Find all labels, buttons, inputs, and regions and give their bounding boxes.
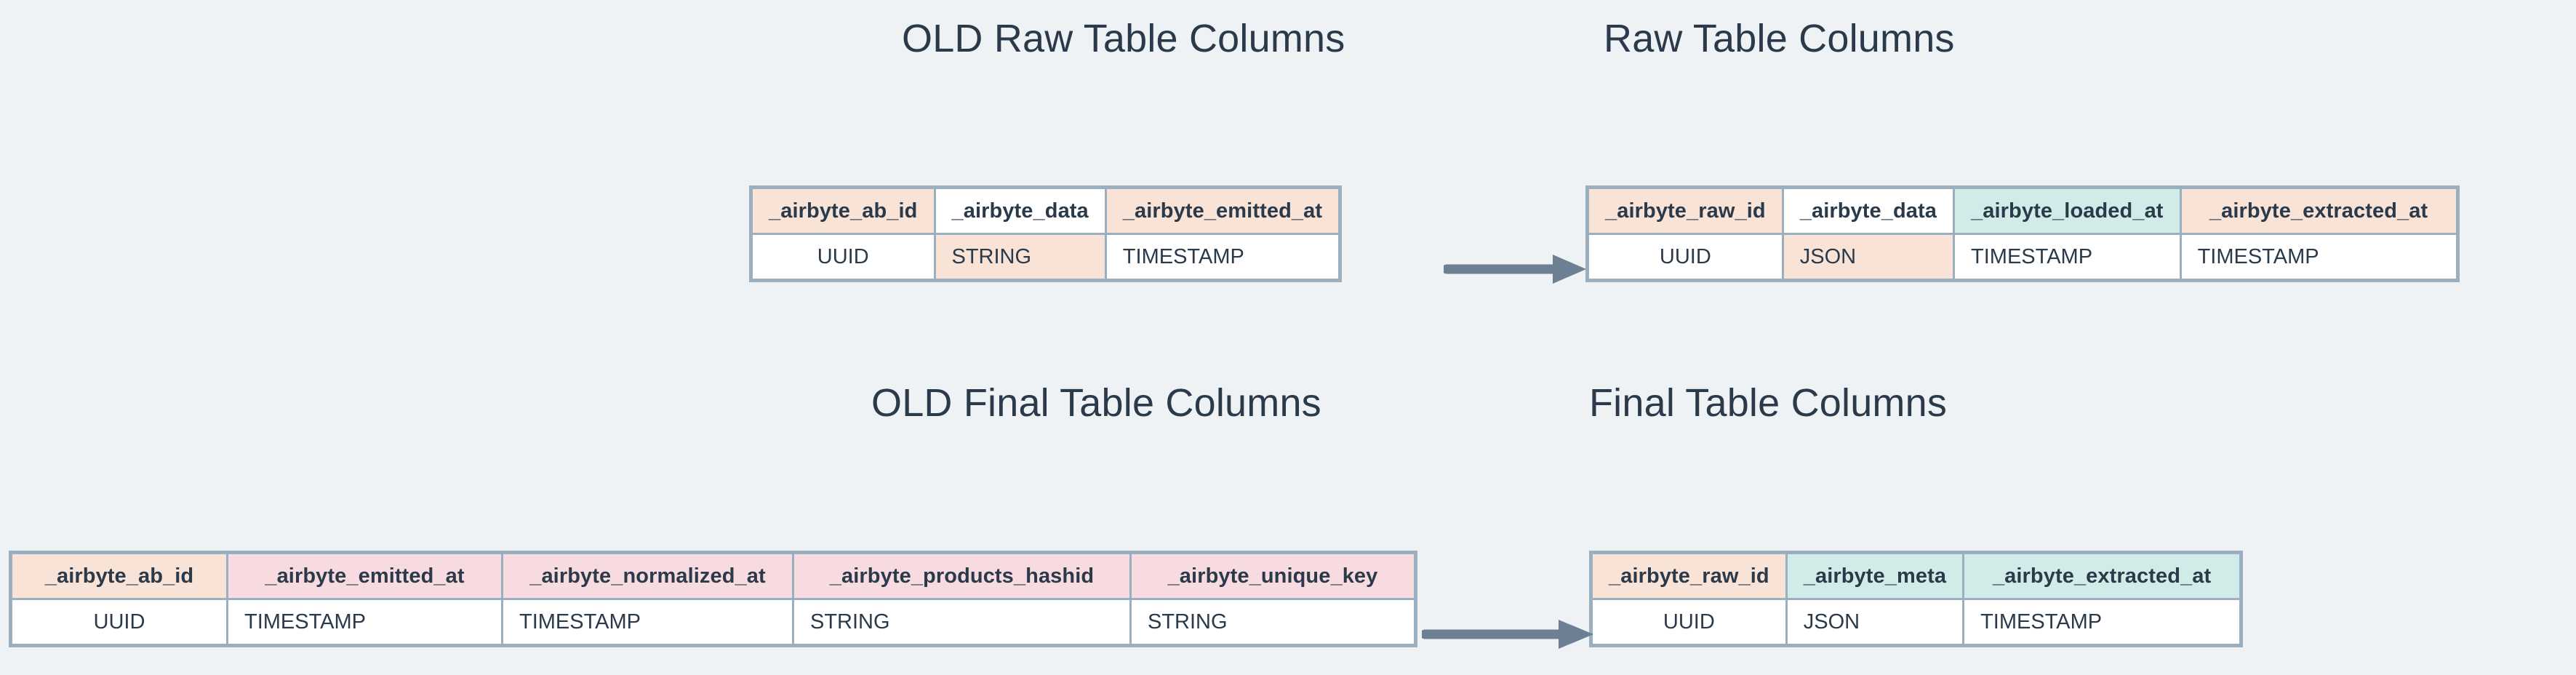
column-type--airbyte-emitted-at: TIMESTAMP [226,598,503,647]
column-header--airbyte-products-hashid: _airbyte_products_hashid [792,551,1132,600]
arrow-right-icon-final [1420,612,1596,656]
table-header-row: _airbyte_raw_id_airbyte_meta_airbyte_ext… [1590,551,2243,600]
column-header--airbyte-emitted-at: _airbyte_emitted_at [1104,186,1342,235]
column-type--airbyte-ab-id: UUID [9,598,228,647]
raw-table: _airbyte_raw_id_airbyte_data_airbyte_loa… [1585,185,2460,282]
title-old-final-table-columns: OLD Final Table Columns [871,381,1321,425]
column-header--airbyte-raw-id: _airbyte_raw_id [1586,186,1784,235]
column-header--airbyte-raw-id: _airbyte_raw_id [1590,551,1788,600]
old-final-table: _airbyte_ab_id_airbyte_emitted_at_airbyt… [9,551,1417,647]
column-header--airbyte-extracted-at: _airbyte_extracted_at [2179,186,2459,235]
title-raw-table-columns: Raw Table Columns [1604,17,1955,60]
final-table: _airbyte_raw_id_airbyte_meta_airbyte_ext… [1589,551,2244,647]
column-header--airbyte-unique-key: _airbyte_unique_key [1129,551,1417,600]
title-old-raw-table-columns: OLD Raw Table Columns [902,17,1345,60]
column-type--airbyte-data: JSON [1781,233,1956,281]
column-header--airbyte-meta: _airbyte_meta [1785,551,1965,600]
column-header--airbyte-ab-id: _airbyte_ab_id [750,186,936,235]
old-raw-table: _airbyte_ab_id_airbyte_data_airbyte_emit… [749,185,1343,282]
column-type--airbyte-extracted-at: TIMESTAMP [1962,598,2243,647]
column-type--airbyte-emitted-at: TIMESTAMP [1104,233,1342,281]
column-type--airbyte-products-hashid: STRING [792,598,1132,647]
arrow-right-icon-raw [1441,247,1589,291]
column-header--airbyte-data: _airbyte_data [933,186,1107,235]
column-header--airbyte-normalized-at: _airbyte_normalized_at [501,551,794,600]
column-header--airbyte-ab-id: _airbyte_ab_id [9,551,228,600]
column-type--airbyte-data: STRING [933,233,1107,281]
column-type--airbyte-loaded-at: TIMESTAMP [1953,233,2182,281]
column-type--airbyte-raw-id: UUID [1586,233,1784,281]
column-type--airbyte-ab-id: UUID [750,233,936,281]
title-final-table-columns: Final Table Columns [1589,381,1948,425]
table-header-row: _airbyte_ab_id_airbyte_data_airbyte_emit… [750,186,1342,235]
column-type--airbyte-meta: JSON [1785,598,1965,647]
column-type--airbyte-raw-id: UUID [1590,598,1788,647]
column-type--airbyte-normalized-at: TIMESTAMP [501,598,794,647]
column-header--airbyte-emitted-at: _airbyte_emitted_at [226,551,503,600]
column-header--airbyte-loaded-at: _airbyte_loaded_at [1953,186,2182,235]
column-header--airbyte-data: _airbyte_data [1781,186,1956,235]
column-type--airbyte-unique-key: STRING [1129,598,1417,647]
column-type--airbyte-extracted-at: TIMESTAMP [2179,233,2459,281]
table-header-row: _airbyte_ab_id_airbyte_emitted_at_airbyt… [9,551,1417,600]
column-header--airbyte-extracted-at: _airbyte_extracted_at [1962,551,2243,600]
table-header-row: _airbyte_raw_id_airbyte_data_airbyte_loa… [1586,186,2459,235]
